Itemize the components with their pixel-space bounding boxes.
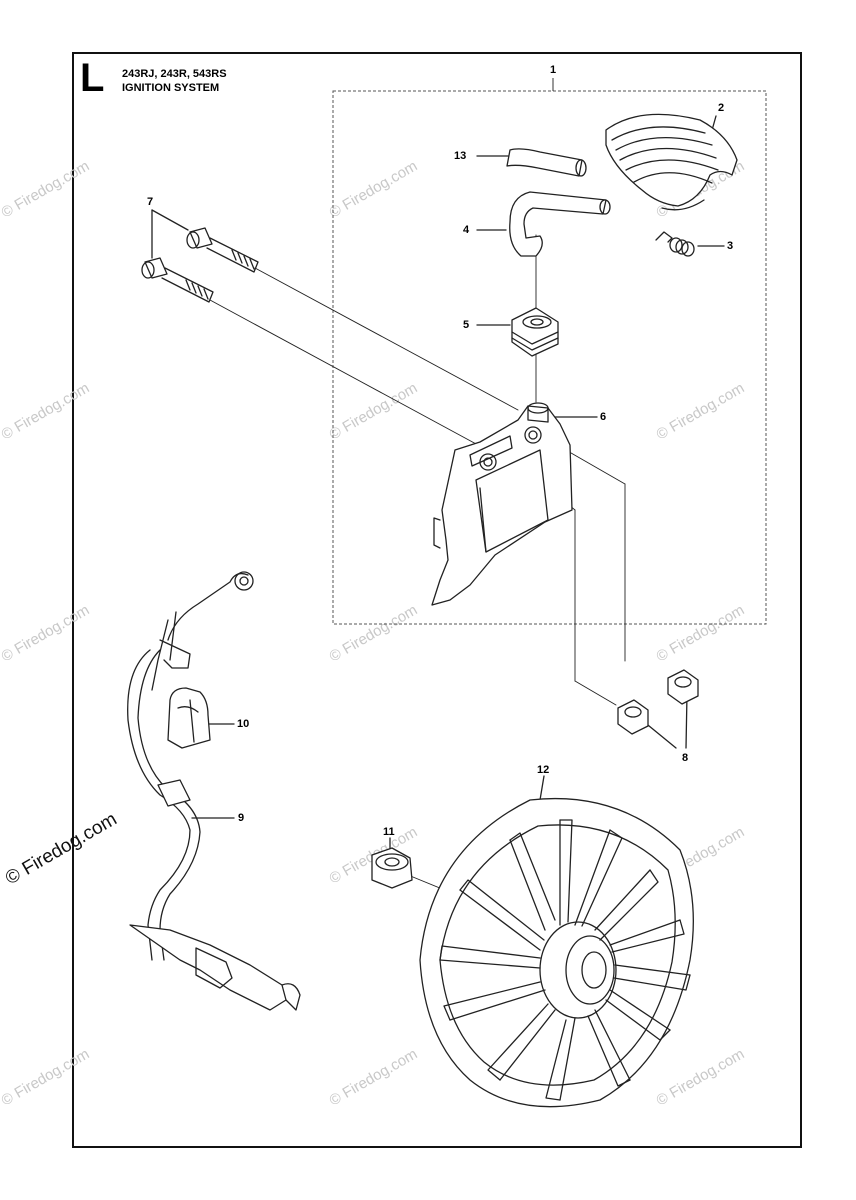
watermark-text: © Firedog.com: [2, 809, 121, 890]
watermark-text: © Firedog.com: [0, 157, 92, 221]
watermark-text: © Firedog.com: [327, 379, 421, 443]
screw-part: [141, 257, 214, 303]
ignition-module-part: [431, 402, 573, 606]
callout-2: 2: [718, 102, 725, 114]
diagram-title: IGNITION SYSTEM: [122, 82, 220, 94]
spacer-part: [617, 699, 649, 735]
spring-part: [655, 231, 695, 257]
spacer-part: [667, 669, 699, 705]
watermark-text: © Firedog.com: [654, 1045, 748, 1109]
callout-13: 13: [454, 150, 467, 162]
flywheel-nut-part: [371, 847, 413, 889]
watermark-text: © Firedog.com: [654, 601, 748, 665]
callout-9: 9: [238, 812, 245, 824]
callout-1: 1: [550, 64, 557, 76]
watermark-text: © Firedog.com: [327, 157, 421, 221]
model-list: 243RJ, 243R, 543RS: [122, 68, 227, 80]
screw-part: [186, 227, 259, 273]
callout-6: 6: [600, 411, 607, 423]
callout-4: 4: [463, 224, 470, 236]
callout-7: 7: [147, 196, 154, 208]
callout-3: 3: [727, 240, 734, 252]
watermark-text: © Firedog.com: [327, 1045, 421, 1109]
watermark-text: © Firedog.com: [0, 1045, 92, 1109]
ribbed-cover-part: [605, 113, 738, 211]
hose-elbow-part: [509, 191, 611, 257]
wire-clip-part: [167, 687, 211, 749]
callout-11: 11: [383, 826, 395, 838]
ignition-cable-part: [127, 571, 301, 1011]
hose-short-part: [506, 148, 587, 177]
section-letter: L: [80, 56, 105, 100]
flywheel-part: [419, 797, 694, 1108]
callout-5: 5: [463, 319, 470, 331]
watermark-text: © Firedog.com: [0, 601, 92, 665]
callout-8: 8: [682, 752, 689, 764]
watermark-text: © Firedog.com: [0, 379, 92, 443]
watermark-text: © Firedog.com: [327, 601, 421, 665]
assembly-box: [332, 90, 767, 625]
callout-12: 12: [537, 764, 550, 776]
grommet-part: [511, 307, 559, 357]
callout-10: 10: [237, 718, 250, 730]
drawing-frame: [72, 52, 802, 1148]
watermark-text: © Firedog.com: [654, 379, 748, 443]
